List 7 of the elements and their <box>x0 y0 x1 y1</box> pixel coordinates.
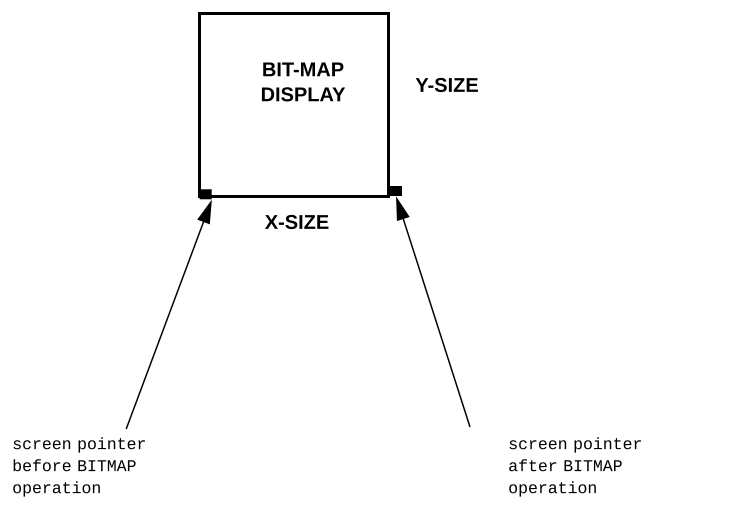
caption-text: screen pointer after BITMAP operation <box>509 437 641 497</box>
corner-marker <box>200 189 212 200</box>
corner-marker <box>390 186 402 196</box>
dimension-label: X-SIZE <box>264 214 328 230</box>
display-box: BIT-MAP DISPLAY <box>198 12 390 198</box>
dimension-label: Y-SIZE <box>416 78 478 92</box>
caption-text: screen pointer before BITMAP operation <box>13 437 145 497</box>
